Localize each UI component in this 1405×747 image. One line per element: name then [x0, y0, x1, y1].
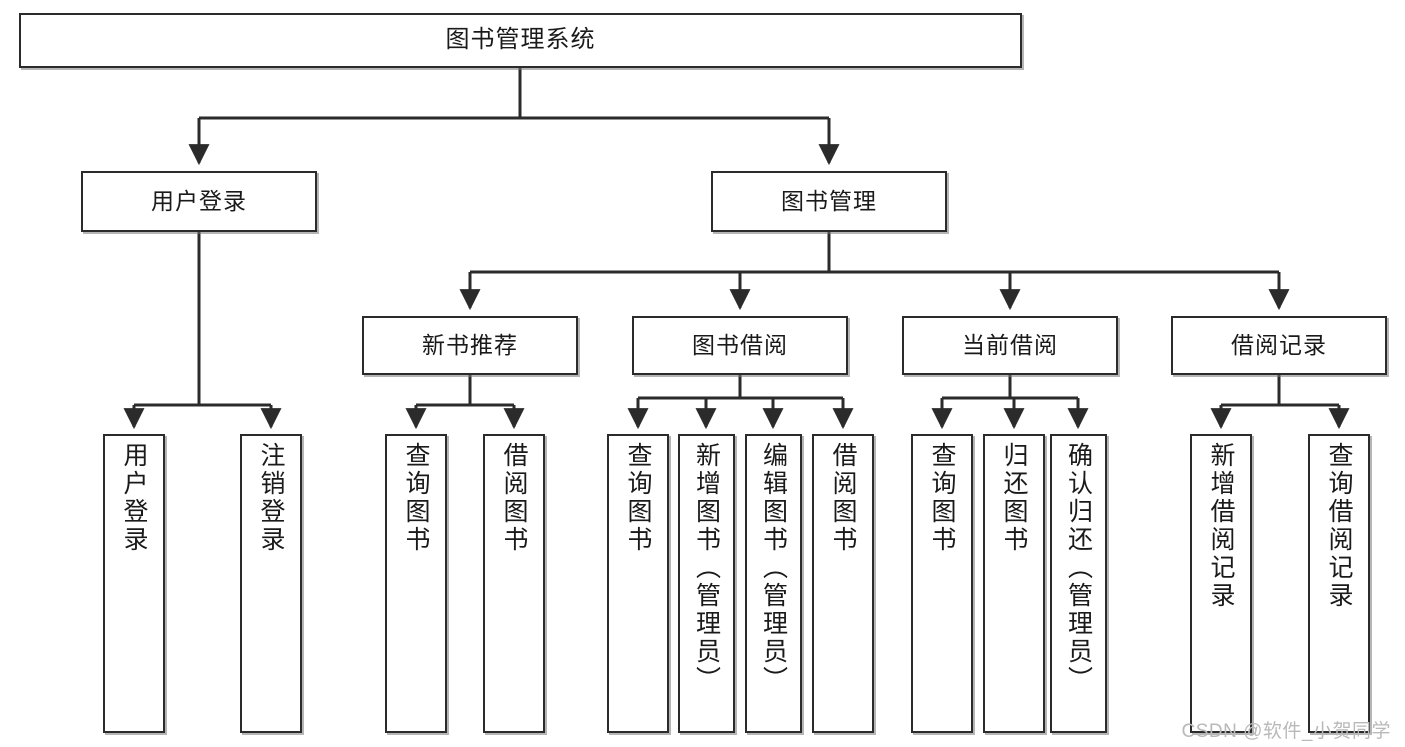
node-leaf-add-book-admin[interactable]: 新增图书（管理员）	[678, 434, 735, 733]
node-new-book-recommend[interactable]: 新书推荐	[362, 316, 578, 375]
node-leaf-logout[interactable]: 注销登录	[240, 434, 302, 733]
node-leaf-borrow-book-newbook-label: 借阅图书	[500, 442, 528, 554]
node-leaf-logout-label: 注销登录	[257, 442, 285, 554]
node-leaf-add-borrow-record-label: 新增借阅记录	[1207, 442, 1235, 610]
node-leaf-query-borrow-record[interactable]: 查询借阅记录	[1308, 434, 1370, 733]
node-leaf-query-borrow-record-label: 查询借阅记录	[1325, 442, 1353, 610]
node-book-management-label: 图书管理	[781, 187, 877, 214]
node-user-login[interactable]: 用户登录	[81, 171, 317, 232]
node-leaf-confirm-return-admin[interactable]: 确认归还（管理员）	[1050, 434, 1107, 733]
node-leaf-edit-book-admin[interactable]: 编辑图书（管理员）	[745, 434, 802, 733]
watermark: CSDN @软件_小贺同学	[1181, 721, 1391, 742]
node-book-borrow-label: 图书借阅	[692, 331, 788, 358]
node-current-borrow-label: 当前借阅	[962, 331, 1058, 358]
node-root[interactable]: 图书管理系统	[19, 13, 1022, 68]
node-borrow-records-label: 借阅记录	[1231, 331, 1327, 358]
node-leaf-confirm-return-admin-label: 确认归还（管理员）	[1064, 442, 1093, 694]
node-leaf-borrow-book-label: 借阅图书	[829, 442, 857, 554]
node-leaf-return-book-label: 归还图书	[1000, 442, 1028, 554]
node-leaf-query-book-current-label: 查询图书	[928, 442, 956, 554]
node-leaf-query-book-borrow[interactable]: 查询图书	[607, 434, 669, 733]
node-leaf-user-login[interactable]: 用户登录	[103, 434, 165, 733]
node-leaf-query-book-newbook-label: 查询图书	[402, 442, 430, 554]
node-leaf-query-book-newbook[interactable]: 查询图书	[385, 434, 447, 733]
node-leaf-borrow-book-newbook[interactable]: 借阅图书	[483, 434, 545, 733]
node-current-borrow[interactable]: 当前借阅	[902, 316, 1118, 375]
node-leaf-user-login-label: 用户登录	[120, 442, 148, 554]
node-root-label: 图书管理系统	[445, 26, 596, 54]
node-book-borrow[interactable]: 图书借阅	[632, 316, 848, 375]
node-user-login-label: 用户登录	[151, 187, 247, 214]
node-leaf-borrow-book[interactable]: 借阅图书	[812, 434, 874, 733]
node-borrow-records[interactable]: 借阅记录	[1171, 316, 1387, 375]
node-leaf-add-book-admin-label: 新增图书（管理员）	[692, 442, 721, 694]
node-book-management[interactable]: 图书管理	[711, 171, 947, 232]
node-leaf-return-book[interactable]: 归还图书	[983, 434, 1045, 733]
node-leaf-query-book-borrow-label: 查询图书	[624, 442, 652, 554]
node-leaf-edit-book-admin-label: 编辑图书（管理员）	[759, 442, 788, 694]
node-new-book-recommend-label: 新书推荐	[422, 331, 518, 358]
node-leaf-query-book-current[interactable]: 查询图书	[911, 434, 973, 733]
node-leaf-add-borrow-record[interactable]: 新增借阅记录	[1190, 434, 1252, 733]
